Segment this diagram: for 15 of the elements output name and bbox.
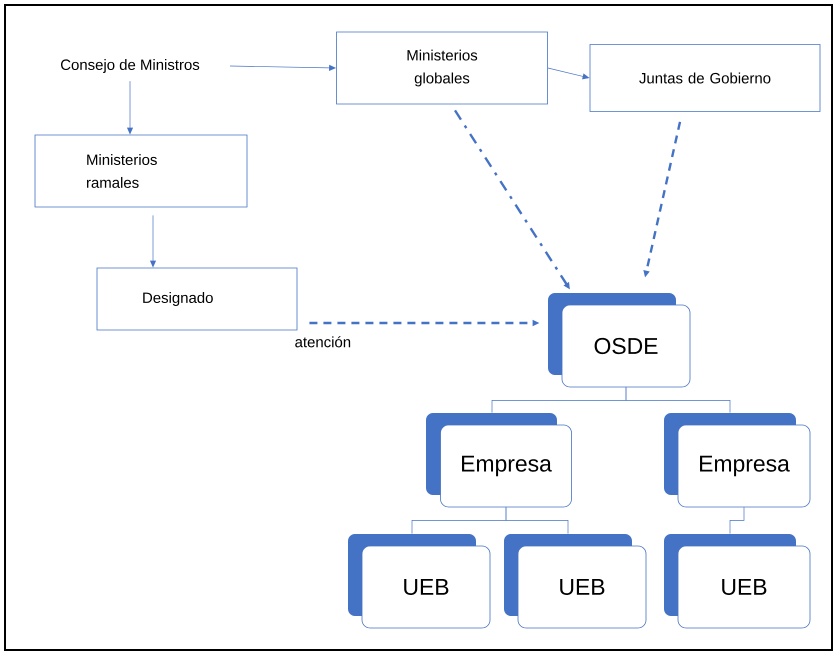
process-box: Ministerios globales bbox=[336, 32, 548, 104]
stacked-box: UEB bbox=[504, 534, 646, 628]
stacked-box: OSDE bbox=[548, 293, 690, 388]
process-box: Ministerios ramales bbox=[34, 134, 248, 208]
stacked-box: Empresa bbox=[664, 413, 810, 508]
process-box: Juntas de Gobierno bbox=[590, 44, 820, 112]
connector-line bbox=[626, 387, 730, 413]
stacked-box: UEB bbox=[664, 534, 810, 628]
text-label: Consejo de Ministros bbox=[61, 59, 200, 73]
connector-line bbox=[506, 507, 568, 534]
stacked-box: Empresa bbox=[426, 413, 572, 508]
edge-label: atención bbox=[294, 335, 352, 348]
connector-line bbox=[730, 507, 744, 534]
process-box: Designado bbox=[96, 268, 298, 330]
stacked-box: UEB bbox=[348, 534, 490, 628]
